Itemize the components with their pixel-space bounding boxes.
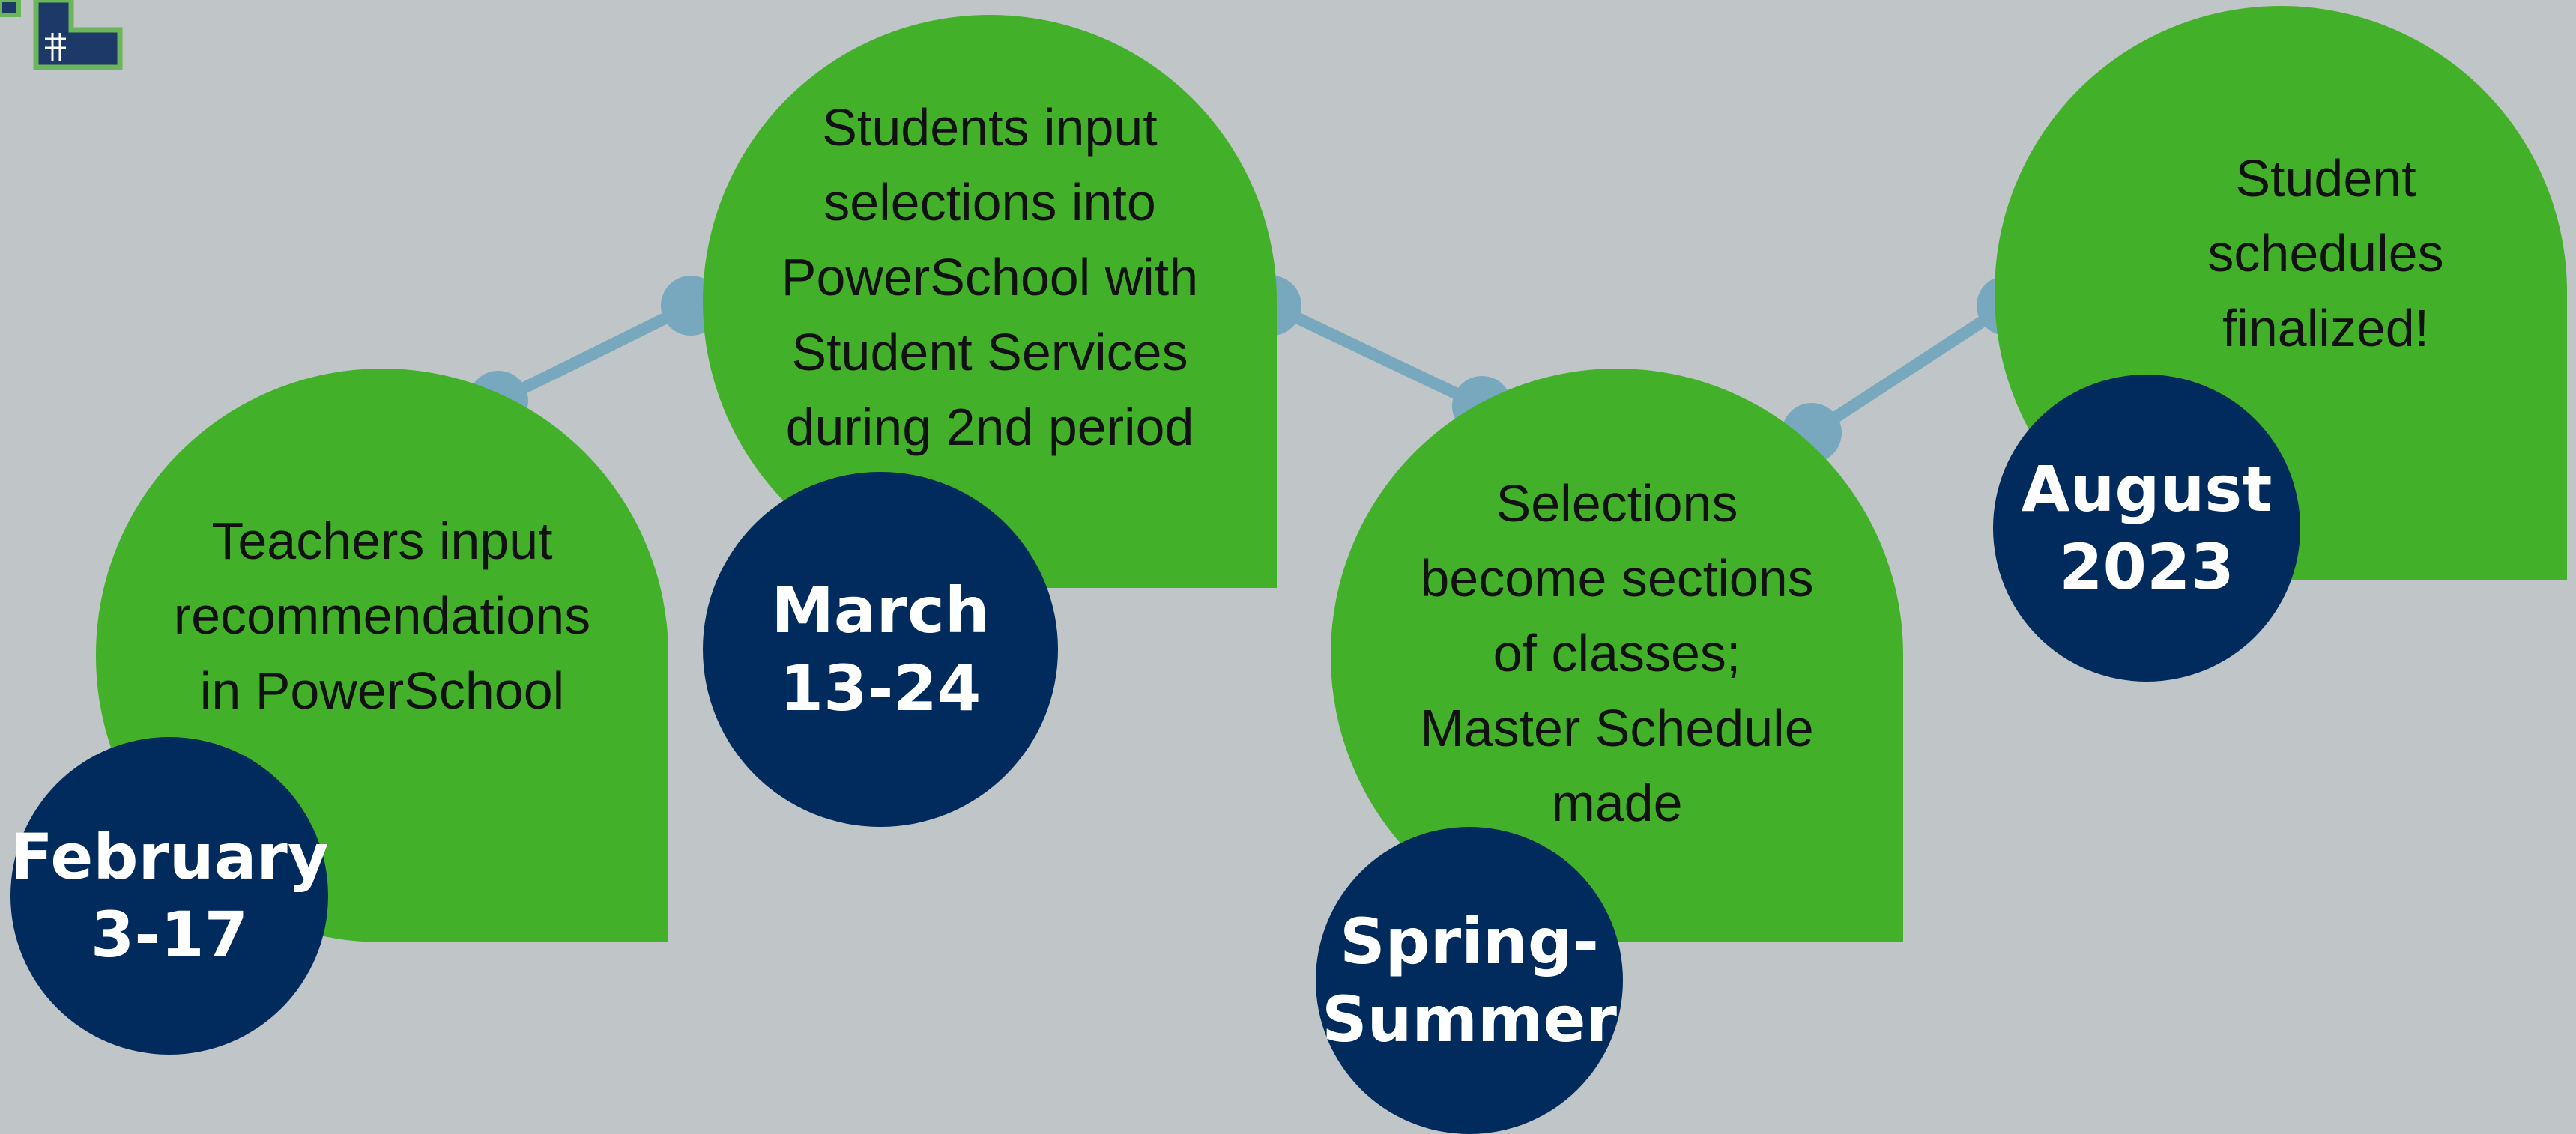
connector-line-2: [1266, 300, 1488, 412]
step-date-2: March 13-24: [771, 574, 990, 725]
step-date-4: August 2023: [2021, 452, 2273, 604]
step-date-badge-1: February 3-17: [10, 737, 329, 1055]
connector-line-1: [492, 300, 697, 407]
step-date-badge-4: August 2023: [1993, 375, 2300, 682]
step-date-badge-2: March 13-24: [703, 472, 1058, 827]
connector-line-3: [1806, 300, 2013, 439]
step-date-1: February 3-17: [10, 820, 329, 971]
step-card-1: Teachers input recommendations in PowerS…: [96, 369, 668, 942]
step-description-2: Students input selections into PowerScho…: [781, 98, 1199, 456]
step-date-badge-3: Spring- Summer: [1316, 827, 1623, 1134]
step-description-4: Student schedules finalized!: [2207, 149, 2444, 357]
step-description-1: Teachers input recommendations in PowerS…: [173, 512, 591, 720]
school-logo: [0, 0, 123, 70]
step-date-3: Spring- Summer: [1322, 905, 1617, 1056]
step-description-3: Selections become sections of classes; M…: [1420, 474, 1814, 832]
